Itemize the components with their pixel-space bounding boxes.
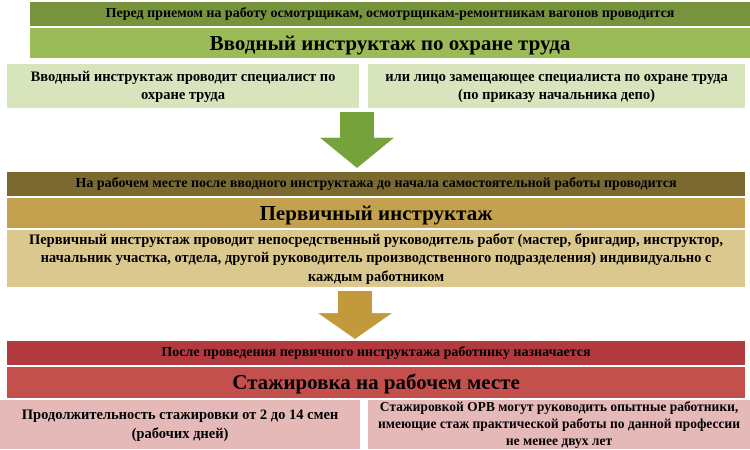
intro-briefing-column-left: Вводный инструктаж проводит специалист п… — [7, 64, 359, 108]
intro-briefing-header: Перед приемом на работу осмотрщикам, осм… — [30, 2, 750, 26]
internship-column-left: Продолжительность стажировки от 2 до 14 … — [0, 400, 360, 449]
intro-briefing-title: Вводный инструктаж по охране труда — [30, 28, 750, 58]
primary-briefing-body: Первичный инструктаж проводит непосредст… — [7, 230, 745, 287]
internship-header: После проведения первичного инструктажа … — [7, 341, 745, 365]
internship-column-right: Стажировкой ОРВ могут руководить опытные… — [368, 399, 750, 449]
primary-briefing-header: На рабочем месте после вводного инструкт… — [7, 172, 745, 196]
arrow-down-green-icon — [320, 112, 394, 168]
internship-title: Стажировка на рабочем месте — [7, 367, 745, 398]
primary-briefing-title: Первичный инструктаж — [7, 198, 745, 228]
arrow-down-tan-icon — [318, 291, 392, 339]
intro-briefing-column-right: или лицо замещающее специалиста по охран… — [368, 64, 745, 108]
